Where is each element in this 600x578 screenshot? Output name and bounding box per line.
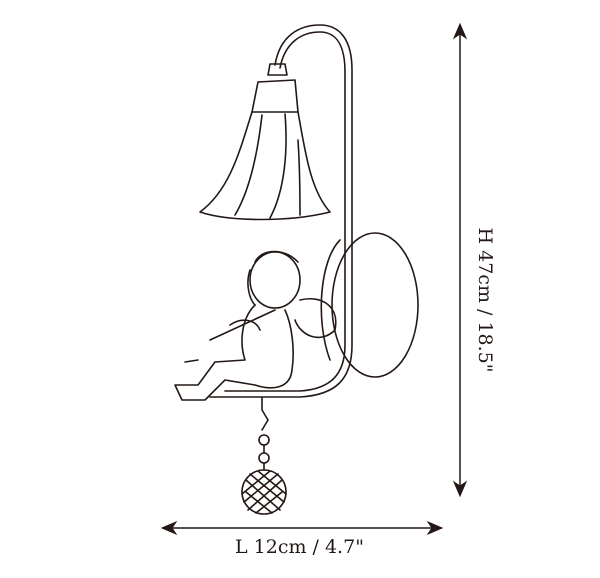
length-label: L 12cm / 4.7": [235, 536, 364, 558]
length-dimension-arrow: [160, 520, 444, 536]
lamp-arm: [209, 24, 353, 398]
height-dimension-arrow: [452, 22, 468, 498]
height-label: H 47cm / 18.5": [474, 227, 496, 373]
lamp-shade: [199, 111, 331, 221]
cherub-figure: [174, 250, 337, 401]
shade-cap: [267, 63, 288, 76]
wall-plate-rim: [320, 239, 341, 361]
crystal-pendant: [241, 396, 287, 515]
wall-plate: [331, 232, 419, 378]
